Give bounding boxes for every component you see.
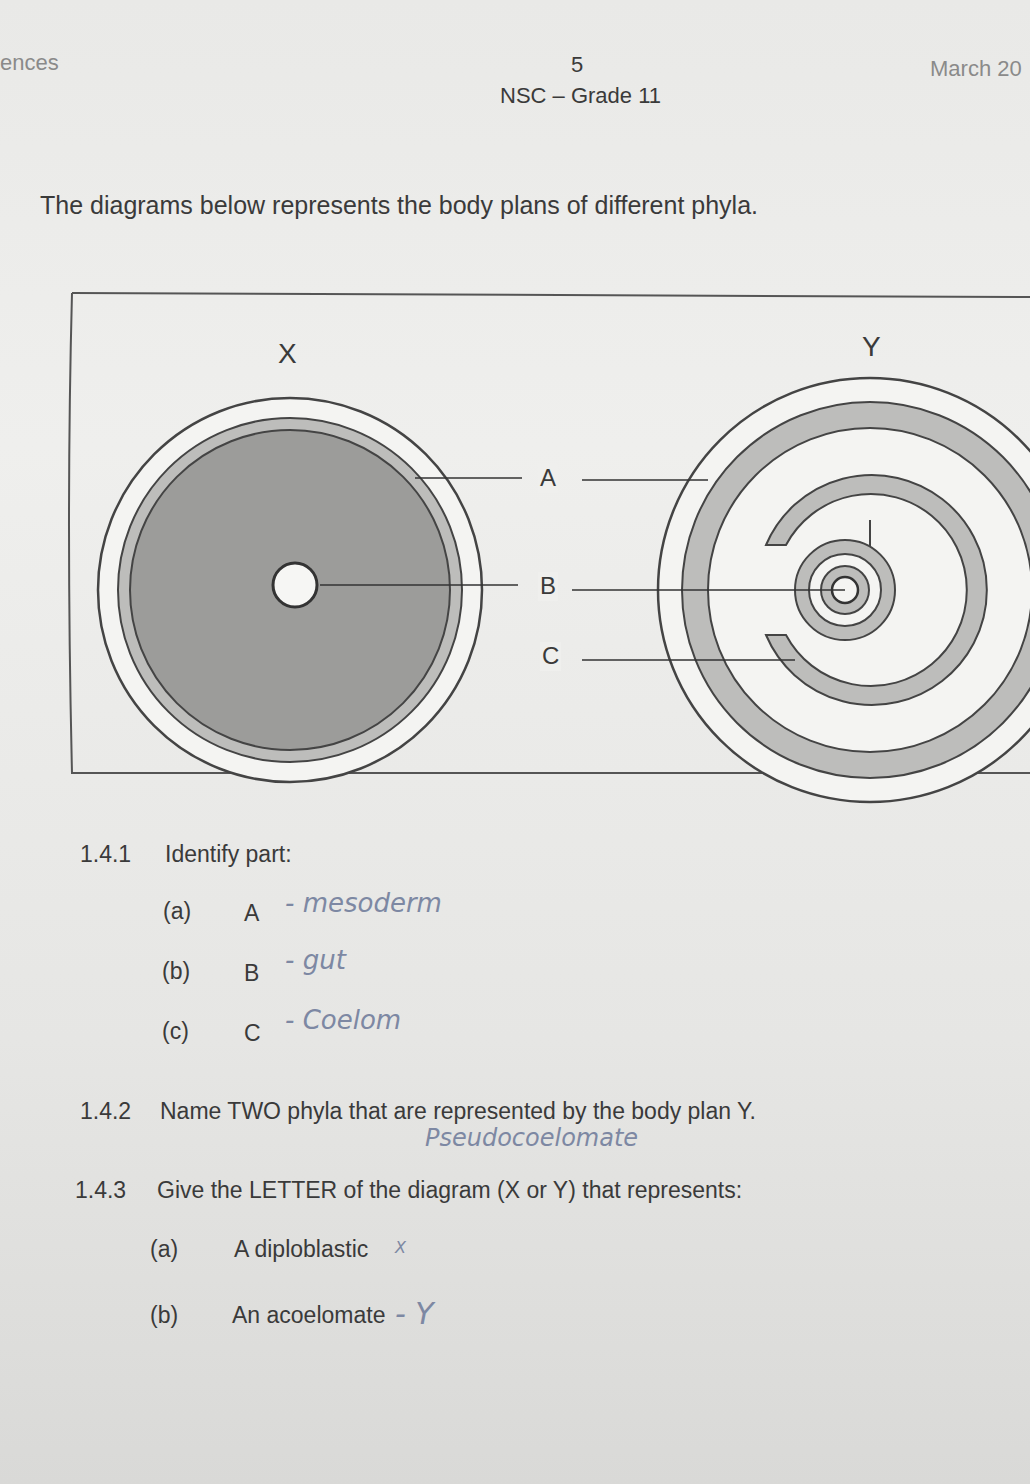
part-letter: A — [244, 900, 259, 928]
page-header: NSC – Grade 11 — [500, 83, 661, 109]
diagram-letter: X — [278, 337, 297, 371]
question-number: 1.4.1 — [80, 841, 131, 869]
leader-lines — [320, 478, 845, 660]
body-plan-x — [98, 398, 482, 782]
question-text: Give the LETTER of the diagram (X or Y) … — [157, 1177, 742, 1205]
page-number: 5 — [571, 52, 583, 78]
sub-question: (a) — [163, 898, 191, 926]
handwritten-answer: - gut — [285, 945, 346, 976]
question-number: 1.4.2 — [80, 1098, 131, 1126]
part-label: B — [538, 572, 558, 601]
part-letter: C — [244, 1020, 261, 1048]
part-letter: B — [244, 960, 259, 988]
question-number: 1.4.3 — [75, 1177, 126, 1205]
sub-question: (b) — [150, 1302, 178, 1330]
page-header: ences — [0, 50, 59, 76]
question-text: A diploblastic — [234, 1236, 368, 1264]
question-text: An acoelomate — [232, 1302, 385, 1330]
sub-question: (c) — [162, 1018, 189, 1046]
question-text: Name TWO phyla that are represented by t… — [160, 1098, 756, 1126]
handwritten-answer: X — [395, 1238, 406, 1257]
part-label: A — [538, 464, 558, 493]
body-plan-y: Y — [650, 320, 1028, 800]
diagram-letter: Y — [862, 330, 881, 364]
page-date: March 20 — [930, 56, 1022, 82]
handwritten-answer: - mesoderm — [285, 888, 442, 919]
sub-question: (a) — [150, 1236, 178, 1264]
handwritten-answer: - Y — [395, 1296, 434, 1332]
question-text: Identify part: — [165, 841, 292, 869]
handwritten-answer: - Coelom — [285, 1005, 401, 1036]
sub-question: (b) — [162, 958, 190, 986]
handwritten-answer: Pseudocoelomate — [425, 1124, 638, 1153]
body-plan-x: X — [90, 325, 490, 795]
part-label: C — [540, 642, 561, 671]
question-intro: The diagrams below represents the body p… — [40, 190, 758, 220]
